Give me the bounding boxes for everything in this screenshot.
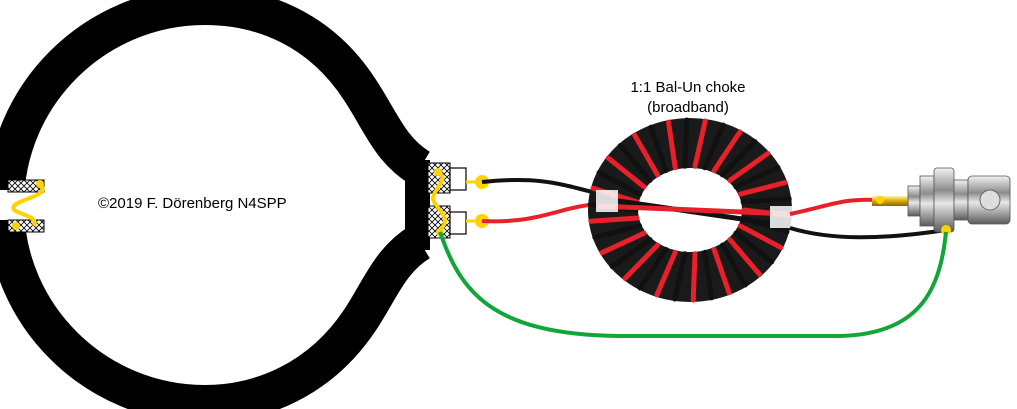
toroid-winding: [711, 246, 732, 296]
toroid-winding: [599, 230, 647, 256]
toroid-winding: [605, 155, 647, 190]
toroid-winding: [666, 119, 678, 171]
choke-title: 1:1 Bal-Un choke: [630, 79, 745, 96]
bnc-ground-terminal: [941, 225, 951, 235]
toroid-winding: [690, 251, 698, 303]
toroid-winding: [588, 215, 640, 224]
gap-jumper-wire: [11, 182, 45, 227]
red-wire-out: [789, 197, 881, 216]
toroid-choke: [587, 117, 793, 303]
toroid-winding: [711, 129, 743, 174]
toroid-winding: [682, 117, 690, 169]
toroid-winding: [637, 246, 669, 291]
feedpoint: [427, 162, 489, 239]
toroid-winding: [737, 223, 784, 250]
toroid-winding: [592, 223, 643, 240]
loop-antenna: [0, 0, 431, 409]
copyright-text: ©2019 F. Dörenberg N4SPP: [98, 195, 287, 212]
choke-subtitle: (broadband): [647, 99, 729, 116]
toroid-winding: [733, 230, 775, 265]
toroid-winding: [632, 132, 660, 178]
bnc-connector: [872, 167, 1011, 235]
toroid-winding: [720, 242, 748, 288]
toroid-winding: [609, 237, 653, 269]
toroid-winding: [672, 251, 688, 302]
toroid-winding: [737, 180, 788, 197]
toroid-winding: [596, 170, 643, 197]
black-wire-in: [481, 177, 601, 196]
toroid-winding: [648, 124, 669, 174]
toroid-winding: [727, 237, 763, 277]
toroid-winding: [692, 118, 708, 169]
toroid-winding: [654, 249, 678, 298]
toroid-winding: [720, 139, 758, 178]
ground-wire: [438, 231, 948, 338]
toroid-winding: [617, 143, 653, 183]
toroid-winding: [622, 242, 660, 281]
toroid-winding: [702, 122, 726, 171]
black-wire-out: [789, 226, 947, 240]
left-gap-shield-top: [7, 179, 45, 193]
toroid-winding: [740, 196, 792, 205]
toroid-winding: [727, 151, 771, 183]
red-wire-in: [481, 202, 601, 224]
toroid-winding: [702, 249, 714, 301]
toroid-winding: [733, 164, 781, 190]
